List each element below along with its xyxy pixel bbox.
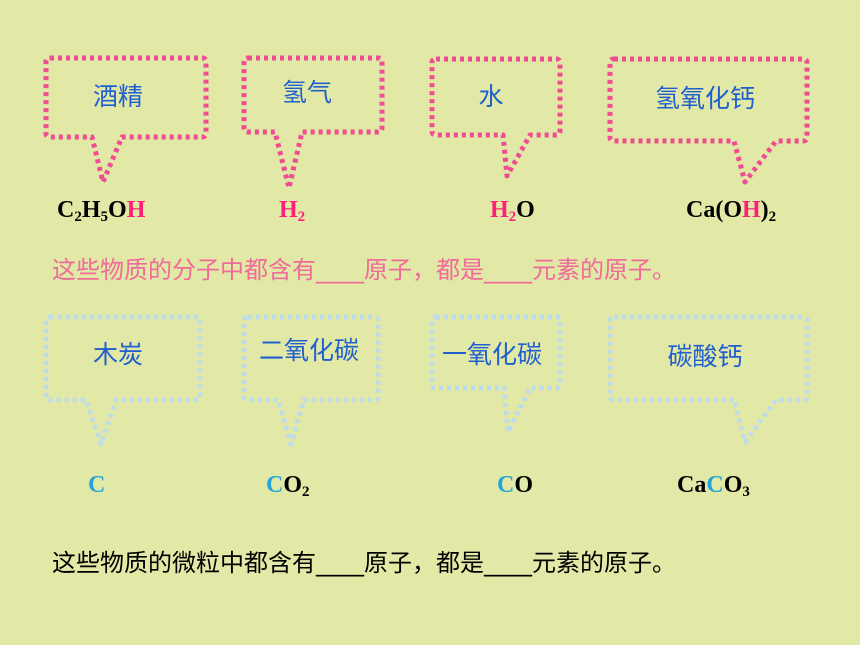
label-yiyanghuatan: 一氧化碳 (441, 340, 543, 369)
bubble-shui (429, 56, 563, 179)
formula-h2o: H2O (490, 197, 535, 225)
bubble-mutan (43, 314, 203, 447)
row2-bubble-outlines (43, 314, 810, 447)
formula-c2h5oh: C2H5OH (57, 197, 146, 225)
label-tansuangai: 碳酸钙 (667, 342, 743, 371)
formula-caco3: CaCO3 (677, 472, 750, 500)
label-qingyanghuagai: 氢氧化钙 (654, 84, 756, 113)
bubble-tansuangai (607, 314, 810, 445)
bubble-jiujing (43, 55, 209, 185)
formula-caoh2: Ca(OH)2 (686, 197, 777, 225)
bubble-yiyanghuatan (429, 314, 563, 435)
label-mutan: 木炭 (92, 340, 144, 369)
formula-co2: CO2 (266, 472, 310, 500)
question-sentence-2: 这些物质的微粒中都含有____原子，都是____元素的原子。 (52, 549, 676, 577)
label-qingqi: 氢气 (281, 78, 333, 107)
label-eryanghuatan: 二氧化碳 (258, 336, 360, 365)
bubble-qingqi (241, 55, 385, 191)
formula-h2: H2 (279, 197, 306, 225)
label-shui: 水 (478, 82, 504, 111)
bubble-eryanghuatan (241, 314, 381, 447)
formula-c: C (88, 472, 106, 498)
row1-bubble-outlines (43, 55, 810, 191)
question-sentence-1: 这些物质的分子中都含有____原子，都是____元素的原子。 (52, 256, 676, 284)
bubble-qingyanghuagai (607, 56, 810, 185)
label-jiujing: 酒精 (92, 82, 144, 111)
formula-co: CO (497, 472, 534, 498)
